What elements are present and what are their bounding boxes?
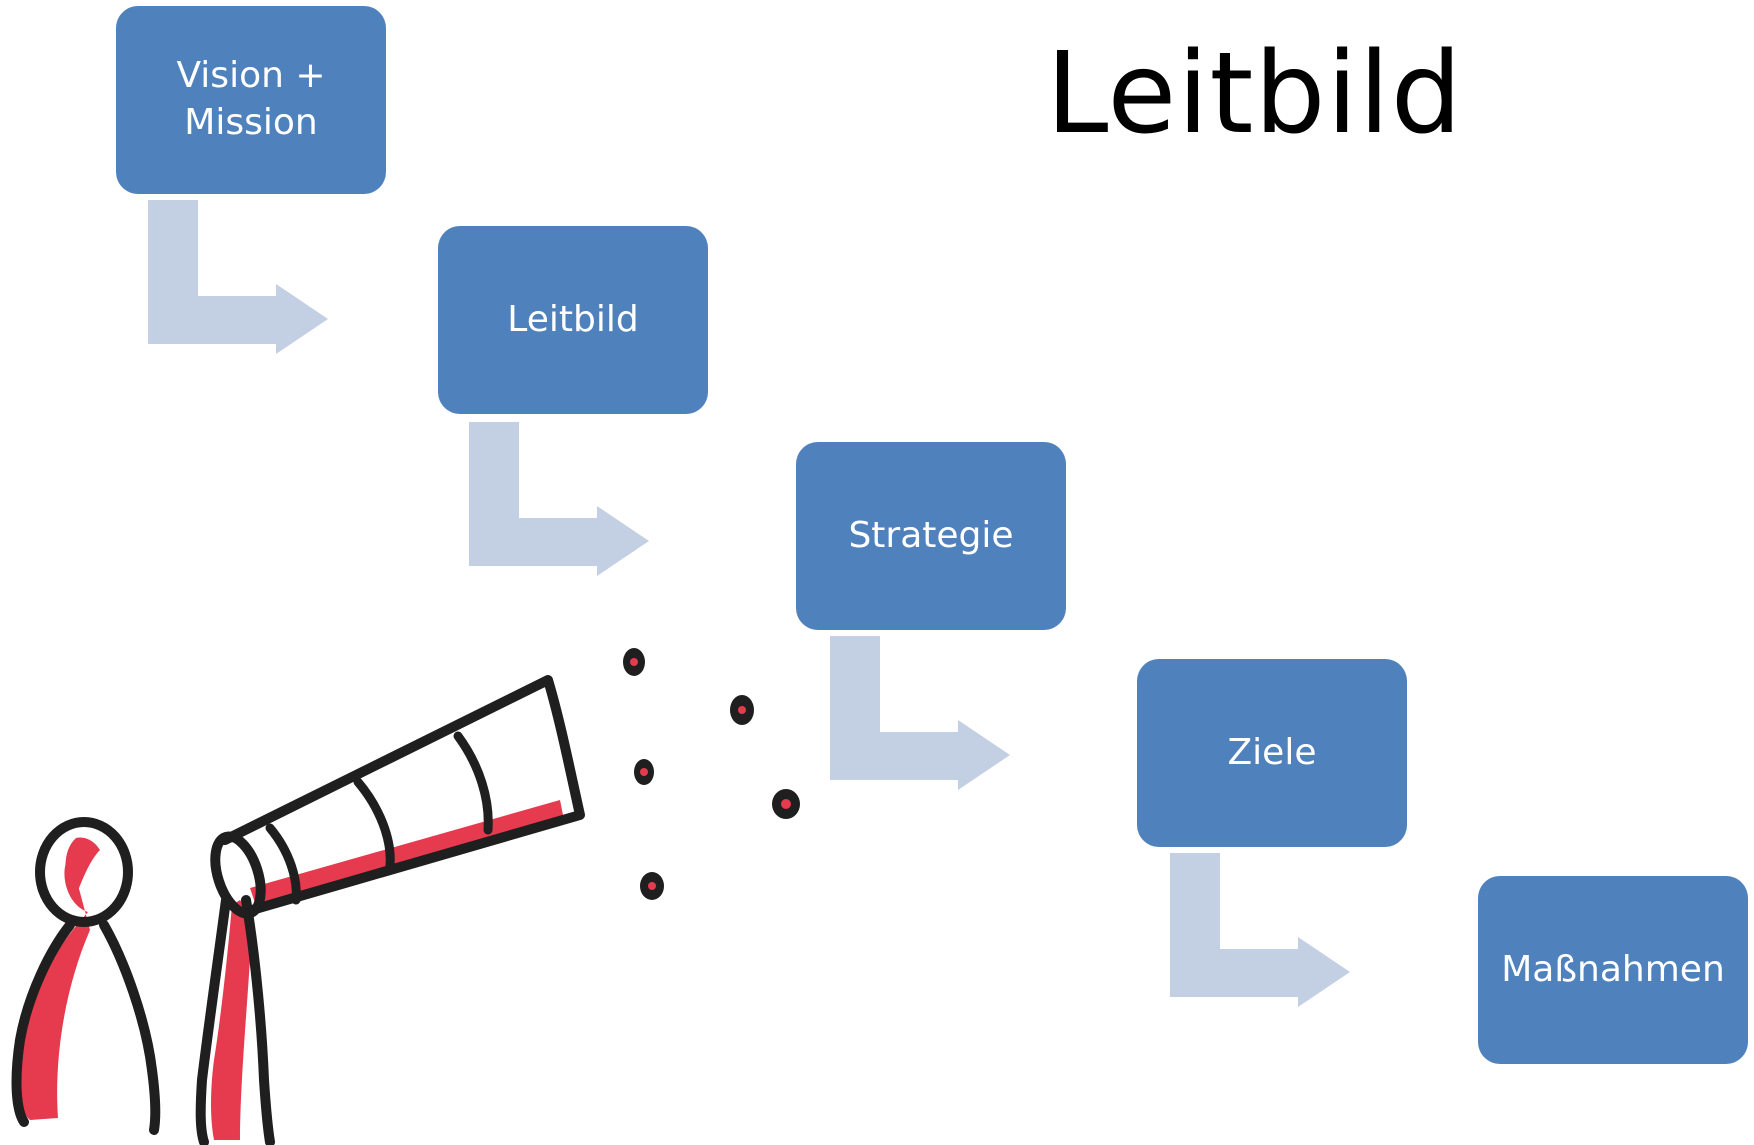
step-box-strategie: Strategie xyxy=(796,442,1066,630)
step-label: Maßnahmen xyxy=(1501,948,1725,990)
step-label: Vision + Mission xyxy=(176,55,326,143)
bent-arrow-icon xyxy=(1170,853,1350,1007)
bent-arrow-icon xyxy=(469,422,649,576)
telescope-holder-figure-icon xyxy=(195,895,275,1145)
person-telescope-illustration xyxy=(11,648,800,1145)
step-box-ziele: Ziele xyxy=(1137,659,1407,847)
step-box-leitbild: Leitbild xyxy=(438,226,708,414)
slide-title: Leitbild xyxy=(1046,29,1463,159)
star-dots-icon xyxy=(623,648,800,900)
step-label: Leitbild xyxy=(507,298,639,340)
telescope-icon xyxy=(210,675,585,919)
step-label: Strategie xyxy=(848,514,1014,556)
step-box-massnahmen: Maßnahmen xyxy=(1478,876,1748,1064)
step-box-vision-mission: Vision + Mission xyxy=(116,6,386,194)
person-figure-icon xyxy=(11,817,161,1135)
bent-arrow-icon xyxy=(830,636,1010,790)
step-label: Ziele xyxy=(1227,731,1317,773)
bent-arrow-icon xyxy=(148,200,328,354)
